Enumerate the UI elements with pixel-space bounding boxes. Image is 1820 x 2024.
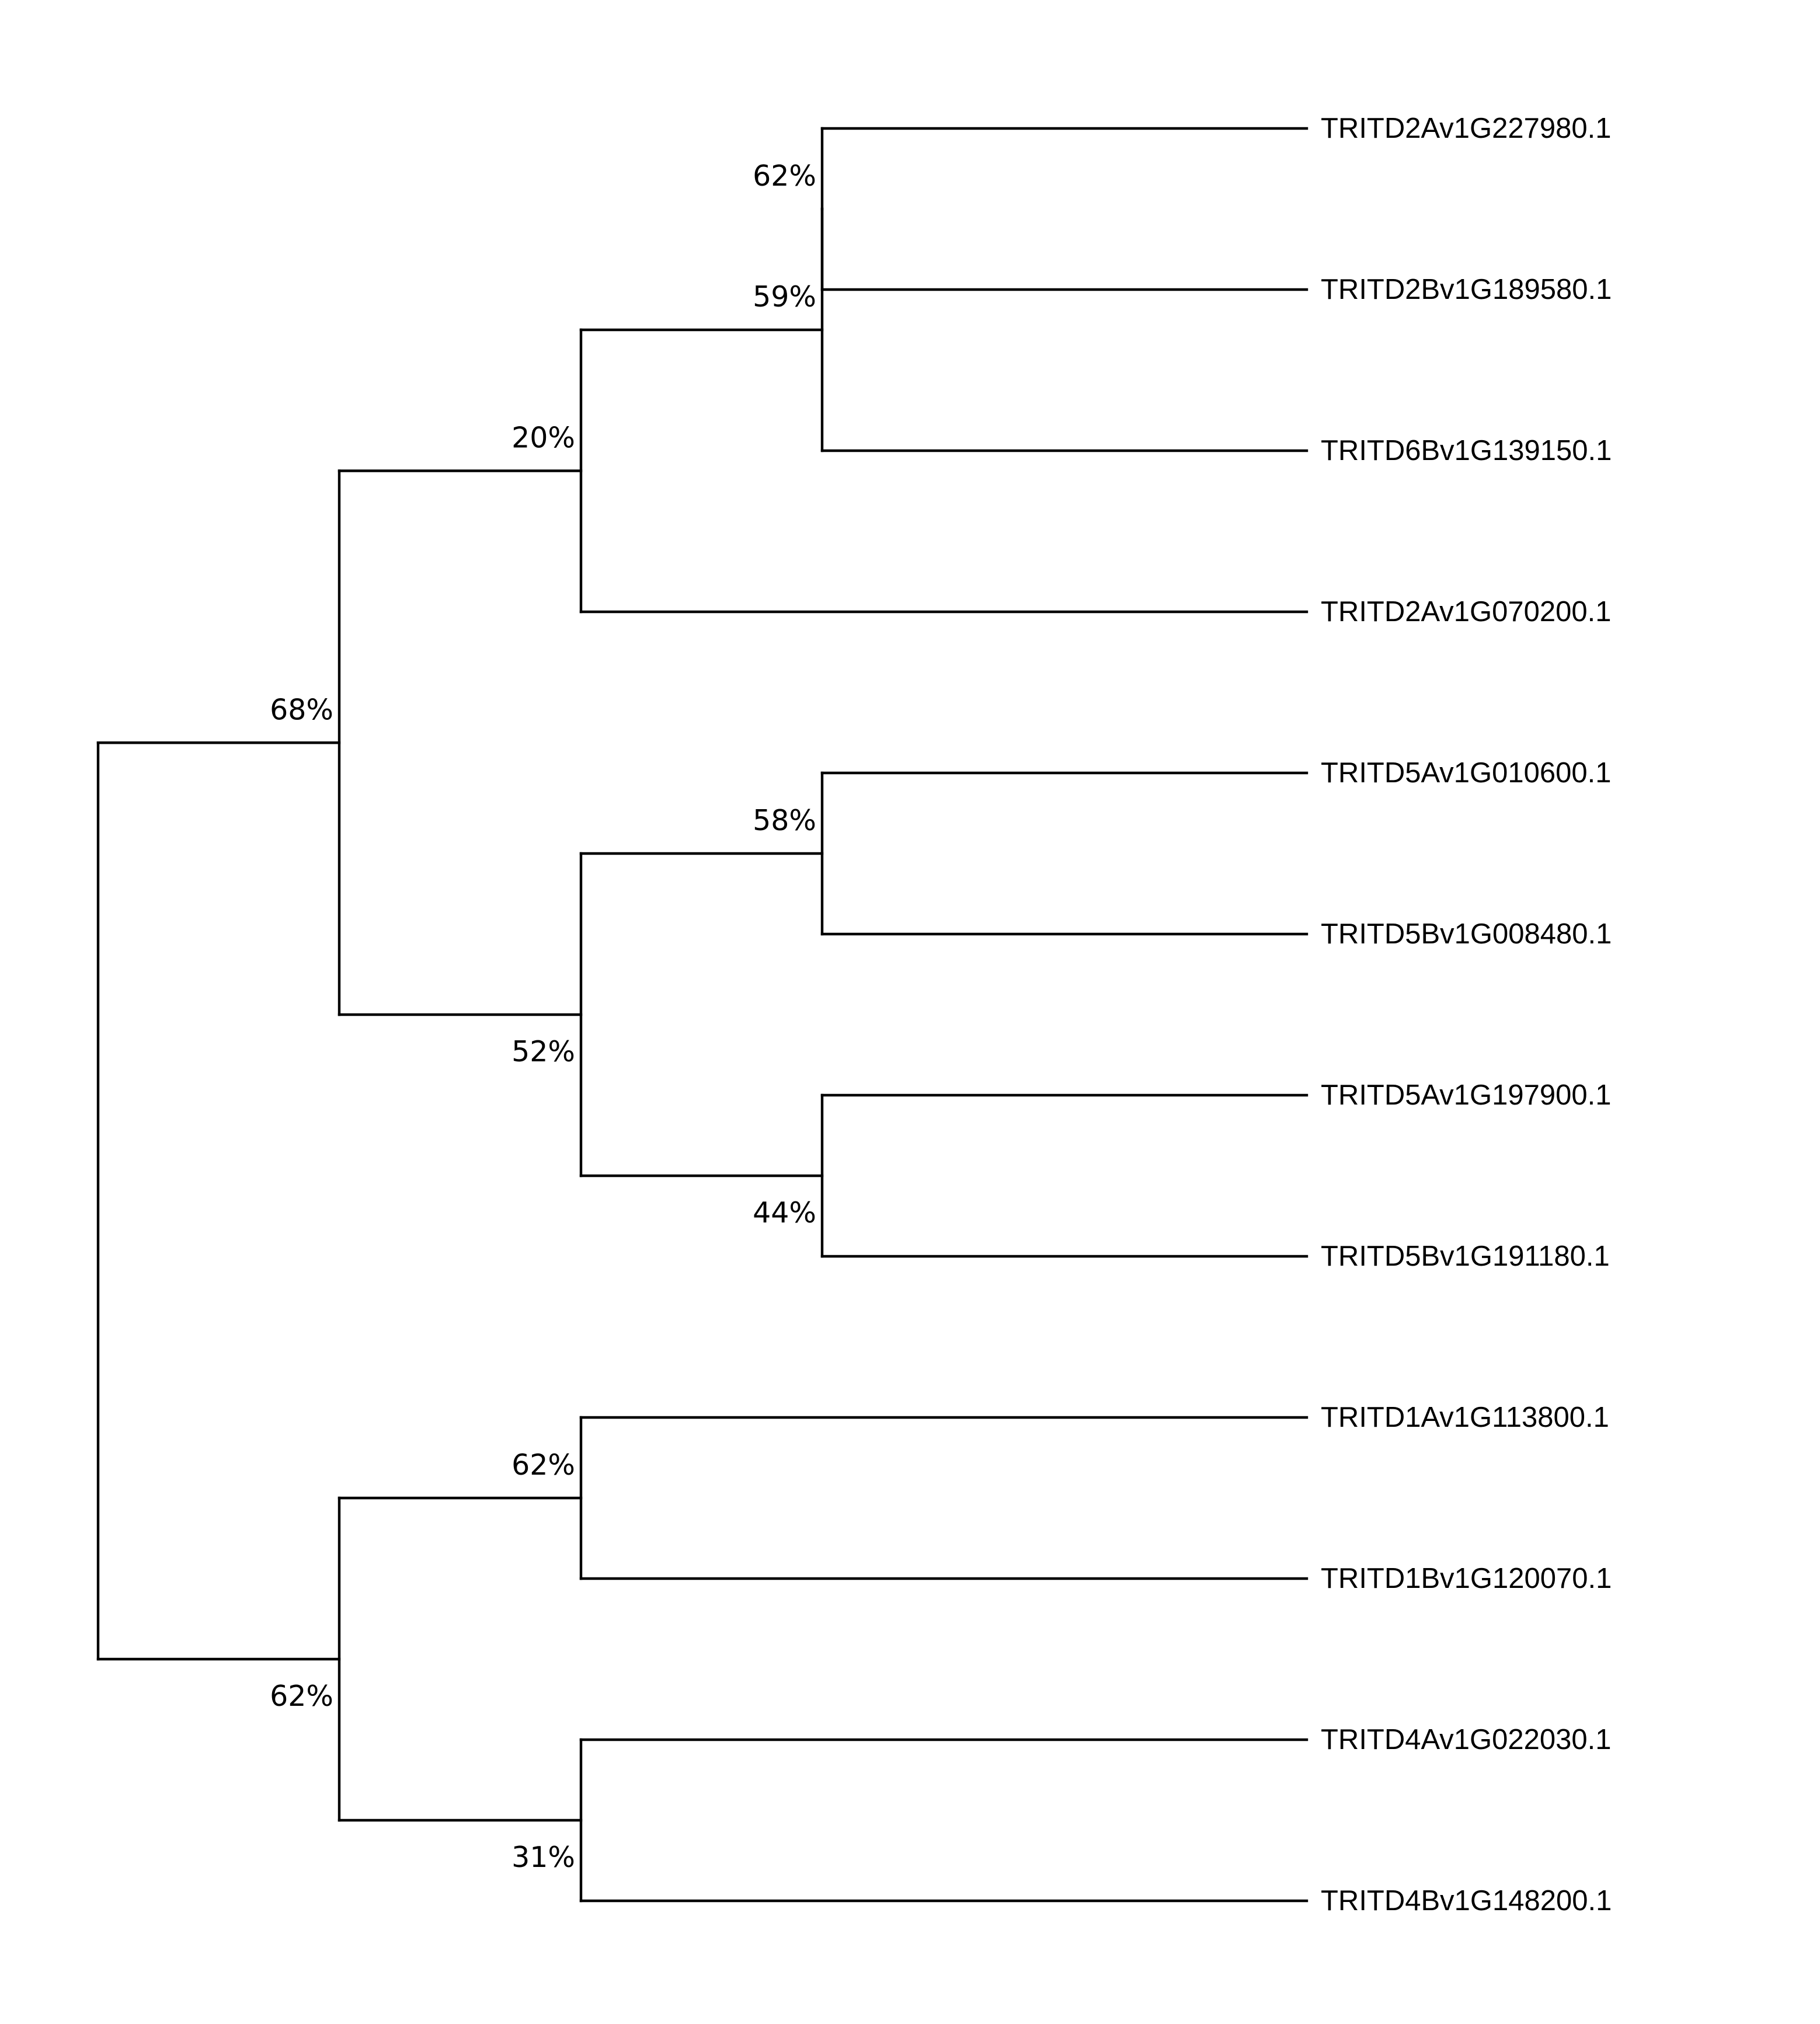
leaf-label: TRITD2Bv1G189580.1 xyxy=(1321,274,1612,305)
leaf-label: TRITD5Bv1G191180.1 xyxy=(1321,1241,1610,1272)
leaf-label: TRITD5Av1G010600.1 xyxy=(1321,757,1612,789)
support-value: 58% xyxy=(753,804,816,837)
leaf-labels: TRITD2Av1G227980.1TRITD2Bv1G189580.1TRIT… xyxy=(1321,113,1612,1917)
support-value: 20% xyxy=(511,421,575,455)
leaf-label: TRITD5Bv1G008480.1 xyxy=(1321,918,1612,950)
leaf-label: TRITD5Av1G197900.1 xyxy=(1321,1079,1612,1111)
support-value: 59% xyxy=(753,280,816,313)
support-value: 62% xyxy=(753,159,816,193)
leaf-label: TRITD4Av1G022030.1 xyxy=(1321,1724,1612,1755)
leaf-label: TRITD2Av1G227980.1 xyxy=(1321,113,1612,144)
support-value: 68% xyxy=(270,693,333,726)
support-labels: 62% 59% 20% 58% 44% 52% 68% 62% 31% 62% xyxy=(270,159,816,1874)
support-value: 62% xyxy=(511,1448,575,1482)
support-value: 44% xyxy=(753,1196,816,1229)
support-value: 62% xyxy=(270,1680,333,1713)
leaf-label: TRITD1Av1G113800.1 xyxy=(1321,1402,1609,1433)
support-value: 31% xyxy=(511,1841,575,1874)
support-value: 52% xyxy=(511,1035,575,1068)
leaf-label: TRITD1Bv1G120070.1 xyxy=(1321,1563,1612,1594)
leaf-label: TRITD6Bv1G139150.1 xyxy=(1321,435,1612,466)
leaf-label: TRITD2Av1G070200.1 xyxy=(1321,596,1612,628)
tree-branches xyxy=(96,127,1309,1903)
leaf-label: TRITD4Bv1G148200.1 xyxy=(1321,1885,1612,1917)
